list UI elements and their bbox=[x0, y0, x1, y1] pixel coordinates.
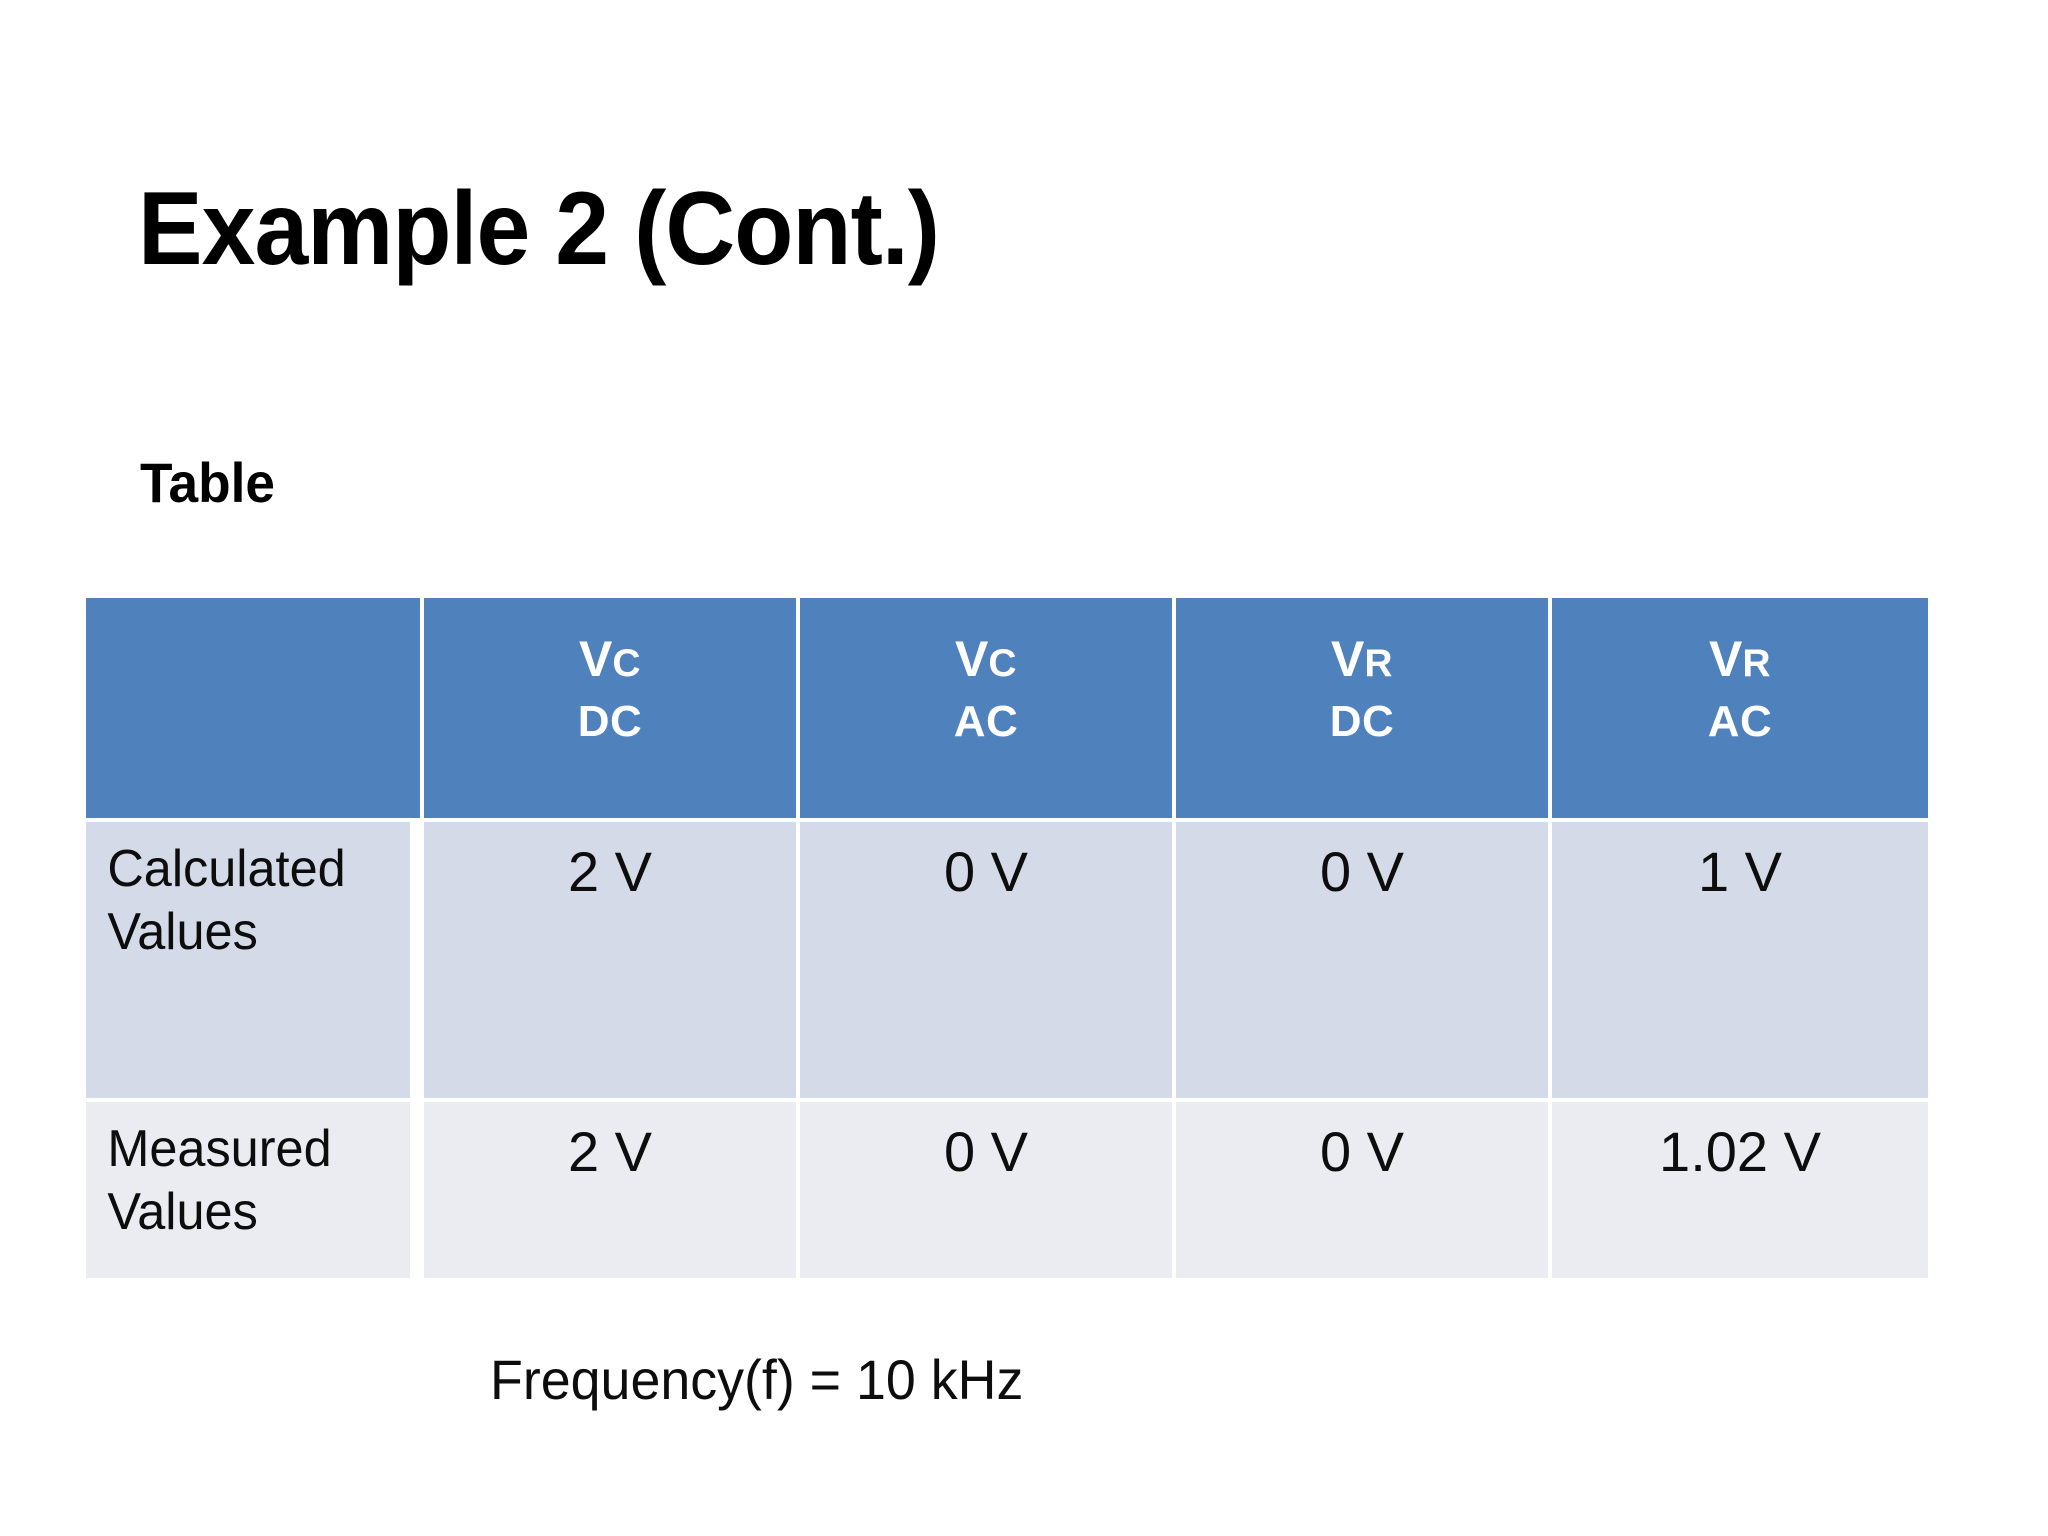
section-heading-table: Table bbox=[140, 451, 276, 514]
column-mode: DC bbox=[577, 697, 643, 746]
cell-calculated-vr-ac: 1 V bbox=[1552, 822, 1928, 1098]
column-mode: AC bbox=[1707, 697, 1773, 746]
gutter-cell bbox=[86, 1098, 1928, 1102]
column-mode: DC bbox=[1329, 697, 1395, 746]
row-label-line-2: Values bbox=[107, 1183, 258, 1242]
row-label-line-2: Values bbox=[107, 903, 258, 962]
symbol-subscript: C bbox=[612, 642, 642, 685]
table-caption-frequency: Frequency(f) = 10 kHz bbox=[490, 1348, 1024, 1411]
symbol-subscript: C bbox=[988, 642, 1018, 685]
row-gutter bbox=[86, 1098, 1928, 1102]
symbol-subscript: R bbox=[1364, 642, 1394, 685]
page-title: Example 2 (Cont.) bbox=[138, 171, 940, 287]
table-header-corner bbox=[86, 598, 424, 818]
table-header-row: VC DC VC AC VR DC VR AC bbox=[86, 598, 1928, 818]
cell-measured-vc-dc: 2 V bbox=[424, 1102, 800, 1278]
symbol-main: V bbox=[954, 631, 989, 687]
header-gutter bbox=[86, 818, 1928, 822]
cell-calculated-vr-dc: 0 V bbox=[1176, 822, 1552, 1098]
symbol-subscript: R bbox=[1742, 642, 1772, 685]
column-symbol: VC bbox=[800, 626, 1172, 693]
column-symbol: VC bbox=[424, 626, 796, 693]
cell-measured-vc-ac: 0 V bbox=[800, 1102, 1176, 1278]
symbol-main: V bbox=[1708, 631, 1743, 687]
row-label-line-1: Measured bbox=[107, 1120, 332, 1178]
cell-calculated-vc-ac: 0 V bbox=[800, 822, 1176, 1098]
row-label-line-1: Calculated bbox=[107, 840, 346, 898]
table-header-vc-dc: VC DC bbox=[424, 598, 800, 818]
symbol-main: V bbox=[1330, 631, 1365, 687]
cell-measured-vr-dc: 0 V bbox=[1176, 1102, 1552, 1278]
table-header-vr-ac: VR AC bbox=[1552, 598, 1928, 818]
cell-measured-vr-ac: 1.02 V bbox=[1552, 1102, 1928, 1278]
table-header-vc-ac: VC AC bbox=[800, 598, 1176, 818]
symbol-main: V bbox=[578, 631, 613, 687]
row-header-calculated: Calculated Values bbox=[86, 822, 414, 1098]
table-row-measured-values: Measured Values 2 V 0 V 0 V 1.02 V bbox=[86, 1102, 1928, 1278]
column-symbol: VR bbox=[1176, 626, 1548, 693]
measurements-table: VC DC VC AC VR DC VR AC bbox=[86, 598, 1928, 1278]
row-header-measured: Measured Values bbox=[86, 1102, 414, 1278]
table-row-calculated-values: Calculated Values 2 V 0 V 0 V 1 V bbox=[86, 822, 1928, 1098]
table-header-vr-dc: VR DC bbox=[1176, 598, 1552, 818]
gutter-cell bbox=[86, 818, 1928, 822]
column-symbol: VR bbox=[1552, 626, 1928, 693]
column-mode: AC bbox=[953, 697, 1019, 746]
cell-calculated-vc-dc: 2 V bbox=[424, 822, 800, 1098]
